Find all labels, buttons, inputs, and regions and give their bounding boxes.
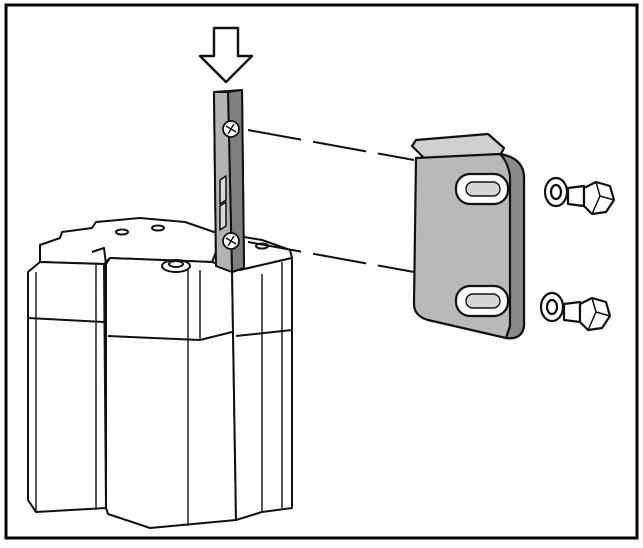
dashed-alignment-lines [247, 129, 415, 273]
rail-screw-bottom [222, 232, 240, 250]
washer-bottom [539, 291, 565, 323]
bolt-top [566, 180, 616, 216]
bolt-bottom [562, 296, 612, 332]
down-arrow-icon [198, 26, 254, 84]
washer-top [543, 176, 569, 208]
mounting-bracket [410, 132, 526, 340]
rail-screw-top [222, 120, 240, 138]
enclosure-unit [27, 217, 293, 529]
